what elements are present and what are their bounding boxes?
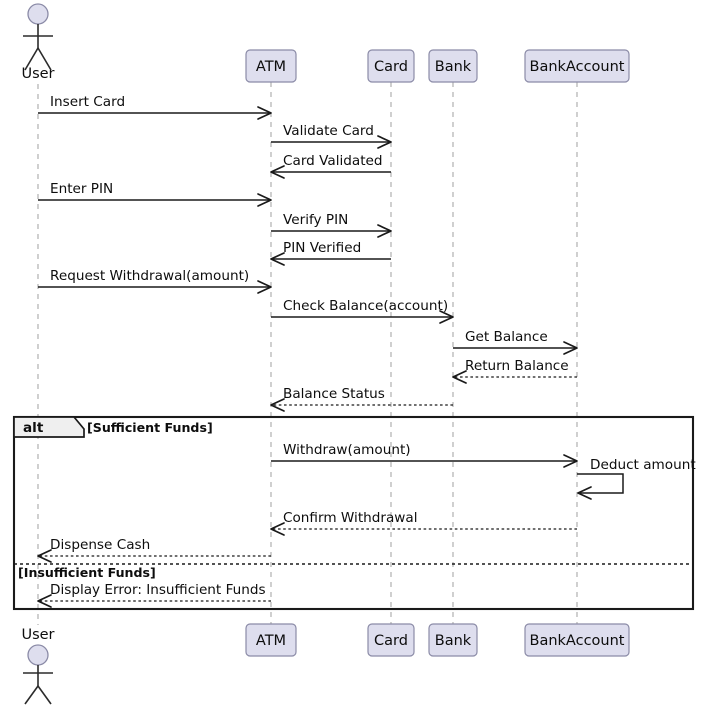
message-m1[interactable]: Insert Card — [38, 94, 272, 120]
message-label: PIN Verified — [283, 240, 361, 256]
message-arrowhead — [270, 165, 285, 179]
alt-guard-0: [Sufficient Funds] — [87, 420, 213, 435]
participant-box — [428, 623, 478, 657]
participant-label-bank: Bank — [435, 633, 472, 649]
participant-label-atm: ATM — [256, 633, 286, 649]
message-label: Validate Card — [283, 123, 374, 139]
message-m2[interactable]: Validate Card — [271, 123, 392, 149]
participants-layer: UserUserATMATMCardCardBankBankBankAccoun… — [21, 3, 630, 705]
participant-label-bankaccount: BankAccount — [530, 633, 625, 649]
message-label: Withdraw(amount) — [283, 442, 411, 458]
participant-box — [245, 623, 297, 657]
actor-head-icon — [27, 644, 49, 666]
participant-box — [367, 623, 415, 657]
participant-label-atm: ATM — [256, 59, 286, 75]
participant-label-bank: Bank — [435, 59, 472, 75]
message-label: Request Withdrawal(amount) — [50, 268, 249, 284]
actor-leg-left — [24, 47, 39, 71]
message-arrowhead — [270, 252, 285, 266]
message-m3[interactable]: Card Validated — [270, 153, 391, 179]
message-arrowhead — [270, 522, 285, 536]
participant-label-card: Card — [374, 59, 408, 75]
participant-label-card: Card — [374, 633, 408, 649]
message-label: Confirm Withdrawal — [283, 510, 418, 526]
message-label: Check Balance(account) — [283, 298, 448, 314]
message-arrowhead — [377, 224, 392, 238]
alt-fragment: alt [Sufficient Funds] [Insufficient Funds… — [12, 415, 695, 611]
participant-box — [367, 49, 415, 83]
message-label: Balance Status — [283, 386, 385, 402]
message-arrowhead — [377, 135, 392, 149]
message-m4[interactable]: Enter PIN — [38, 181, 272, 207]
participant-box — [524, 623, 630, 657]
actor-leg-right — [37, 47, 52, 71]
message-m8[interactable]: Check Balance(account) — [271, 298, 454, 324]
message-label: Insert Card — [50, 94, 125, 110]
message-arrowhead — [270, 398, 285, 412]
actor-user-bottom[interactable]: User — [21, 627, 55, 705]
participant-atm-top[interactable]: ATM — [245, 49, 297, 83]
message-m5[interactable]: Verify PIN — [271, 212, 392, 238]
message-label: Card Validated — [283, 153, 383, 169]
actor-head-icon — [27, 3, 49, 25]
participant-bankaccount-top[interactable]: BankAccount — [524, 49, 630, 83]
message-arrowhead — [563, 454, 578, 468]
participant-box — [428, 49, 478, 83]
message-m13[interactable]: Deduct amount — [577, 457, 696, 500]
participant-bank-top[interactable]: Bank — [428, 49, 478, 83]
message-arrowhead — [37, 549, 52, 563]
message-m14[interactable]: Confirm Withdrawal — [270, 510, 577, 536]
participant-card-bottom[interactable]: Card — [367, 623, 415, 657]
message-label: Display Error: Insufficient Funds — [50, 582, 266, 598]
participant-label-bankaccount: BankAccount — [530, 59, 625, 75]
alt-fragment-layer: alt [Sufficient Funds] [Insufficient Funds… — [12, 415, 695, 611]
message-arrowhead — [563, 341, 578, 355]
message-m7[interactable]: Request Withdrawal(amount) — [38, 268, 272, 294]
message-m15[interactable]: Dispense Cash — [37, 537, 271, 563]
message-m16[interactable]: Display Error: Insufficient Funds — [37, 582, 271, 608]
message-arrowhead — [452, 370, 467, 384]
message-m10[interactable]: Return Balance — [452, 358, 577, 384]
message-m9[interactable]: Get Balance — [453, 329, 578, 355]
message-label: Get Balance — [465, 329, 548, 345]
actor-label-user: User — [21, 627, 54, 643]
message-arrowhead — [439, 310, 454, 324]
message-label: Dispense Cash — [50, 537, 150, 553]
alt-operator-label: alt — [23, 420, 44, 436]
message-label: Enter PIN — [50, 181, 113, 197]
message-label: Verify PIN — [283, 212, 348, 228]
message-arrowhead — [257, 193, 272, 207]
alt-fragment-border — [12, 415, 695, 611]
message-label: Deduct amount — [590, 457, 696, 473]
message-arrowhead — [257, 280, 272, 294]
message-m12[interactable]: Withdraw(amount) — [271, 442, 578, 468]
participant-bankaccount-bottom[interactable]: BankAccount — [524, 623, 630, 657]
alt-guard-1: [Insufficient Funds] — [18, 565, 156, 580]
message-arrowhead — [257, 106, 272, 120]
message-arrowhead — [37, 594, 52, 608]
actor-label-user: User — [21, 66, 54, 82]
actor-leg-left — [24, 685, 39, 705]
actor-leg-right — [37, 685, 52, 705]
participant-atm-bottom[interactable]: ATM — [245, 623, 297, 657]
alt-fragment-tab — [13, 416, 85, 438]
participant-bank-bottom[interactable]: Bank — [428, 623, 478, 657]
message-self-loop — [577, 473, 624, 494]
participant-card-top[interactable]: Card — [367, 49, 415, 83]
actor-user-top[interactable]: User — [21, 3, 55, 82]
message-label: Return Balance — [465, 358, 569, 374]
message-m6[interactable]: PIN Verified — [270, 240, 391, 266]
participant-box — [245, 49, 297, 83]
message-m11[interactable]: Balance Status — [270, 386, 453, 412]
message-arrowhead — [577, 486, 592, 500]
participant-box — [524, 49, 630, 83]
